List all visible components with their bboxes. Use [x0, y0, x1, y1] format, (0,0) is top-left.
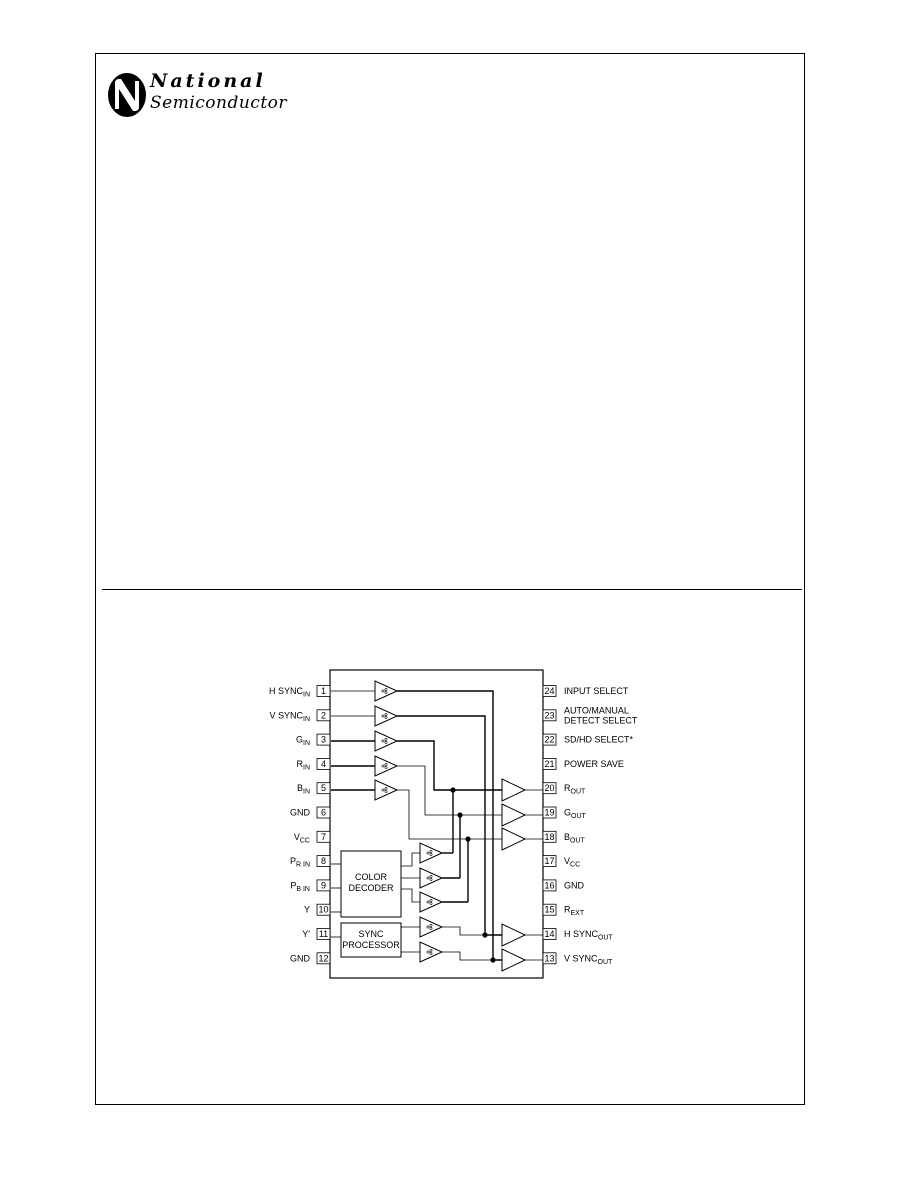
- input-buffers: [374, 680, 399, 801]
- left-pin-number-4: 4: [321, 759, 326, 769]
- left-pin-label-1: H SYNCIN: [269, 686, 310, 699]
- right-pin-label-17: VCC: [564, 856, 580, 869]
- right-pin-box-15: [542, 903, 557, 916]
- left-pin-label-12: GND: [290, 953, 311, 963]
- right-pin-box-17: [542, 855, 557, 867]
- junction-dots: [450, 787, 496, 963]
- right-pin-box-14: [542, 928, 557, 940]
- left-pin-number-9: 9: [321, 880, 326, 890]
- right-pin-label-18: BOUT: [564, 832, 586, 845]
- right-pin-box-24: [542, 685, 557, 697]
- output-drivers: [501, 778, 527, 972]
- left-pin-number-1: 1: [321, 686, 326, 696]
- right-pin-box-22: [542, 733, 557, 746]
- right-pin-box-18: [542, 830, 557, 843]
- left-pin-label-4: RIN: [297, 759, 311, 772]
- right-pin-label-24: INPUT SELECT: [564, 686, 629, 696]
- right-pin-number-22: 22: [544, 735, 554, 745]
- left-pin-label-3: GIN: [296, 735, 310, 748]
- left-pin-box-7: [316, 830, 331, 843]
- right-pin-box-16: [542, 879, 557, 892]
- left-pin-label-11: Y': [302, 929, 310, 939]
- left-pin-label-9: PB IN: [290, 880, 310, 893]
- left-pin-label-8: PR IN: [290, 856, 310, 869]
- left-pin-box-6: [316, 806, 331, 819]
- right-pin-box-13: [542, 952, 557, 965]
- color-decoder-label-2: DECODER: [348, 883, 394, 893]
- right-pin-number-21: 21: [544, 759, 554, 769]
- right-pin-box-21: [542, 758, 557, 770]
- left-pin-number-11: 11: [319, 929, 328, 939]
- right-pin-number-19: 19: [544, 808, 554, 818]
- logo-line-2: Semiconductor: [150, 93, 288, 113]
- left-pin-box-11: [316, 928, 331, 940]
- left-pin-box-3: [316, 733, 331, 746]
- chip-body: [329, 669, 544, 979]
- left-pin-number-8: 8: [321, 856, 326, 866]
- wiring: [331, 690, 543, 961]
- right-pin-label-13: V SYNCOUT: [564, 953, 613, 966]
- color-decoder-block: [340, 850, 402, 918]
- left-pin-label-6: GND: [290, 808, 311, 818]
- right-pin-number-17: 17: [544, 856, 554, 866]
- right-pin-box-23: [542, 709, 557, 722]
- logo-line-1: National: [150, 70, 266, 92]
- right-pin-box-20: [542, 782, 557, 795]
- left-pin-label-7: VCC: [294, 832, 310, 845]
- right-pin-label-14: H SYNCOUT: [564, 929, 614, 942]
- left-pin-box-9: [316, 879, 331, 892]
- right-pin-box-19: [542, 806, 557, 819]
- right-pin-number-24: 24: [544, 686, 554, 696]
- right-pin-number-20: 20: [544, 783, 554, 793]
- color-decoder-label-1: COLOR: [355, 872, 388, 882]
- national-semiconductor-logo-icon: [108, 73, 146, 117]
- left-pin-box-1: [316, 685, 331, 697]
- logo-wordmark: National Semiconductor: [150, 70, 287, 114]
- left-pin-box-2: [316, 709, 331, 722]
- right-pin-label-15: REXT: [564, 905, 585, 918]
- left-pin-box-4: [316, 758, 331, 770]
- right-pin-label-21: POWER SAVE: [564, 759, 624, 769]
- left-pin-number-5: 5: [321, 783, 326, 793]
- right-pin-number-15: 15: [544, 905, 554, 915]
- national-semiconductor-logo: National Semiconductor: [106, 70, 306, 122]
- right-pin-number-14: 14: [544, 929, 554, 939]
- right-pin-label-23-line-2: DETECT SELECT: [564, 715, 638, 725]
- left-pin-box-10: [316, 903, 331, 916]
- right-pin-label-22: SD/HD SELECT*: [564, 735, 634, 745]
- left-pin-number-3: 3: [321, 735, 326, 745]
- left-pin-number-12: 12: [318, 953, 328, 963]
- right-pin-label-20: ROUT: [564, 783, 586, 796]
- sync-processor-block: [340, 922, 402, 958]
- left-pin-label-5: BIN: [297, 783, 310, 796]
- left-pin-label-10: Y: [304, 905, 310, 915]
- right-pin-number-16: 16: [544, 880, 554, 890]
- right-pin-number-18: 18: [544, 832, 554, 842]
- left-pin-number-2: 2: [321, 710, 326, 720]
- page-frame: [95, 53, 805, 1105]
- right-pin-label-19: GOUT: [564, 808, 587, 821]
- left-pin-box-12: [316, 952, 331, 965]
- left-pin-box-8: [316, 855, 331, 867]
- left-pin-number-10: 10: [318, 905, 328, 915]
- right-pin-number-13: 13: [544, 953, 554, 963]
- left-pin-number-7: 7: [321, 832, 326, 842]
- left-pin-label-2: V SYNCIN: [269, 710, 310, 723]
- left-pin-number-6: 6: [321, 808, 326, 818]
- sync-processor-label-1: SYNC: [358, 929, 384, 939]
- right-pin-label-16: GND: [564, 880, 585, 890]
- left-pin-box-5: [316, 782, 331, 795]
- right-pin-number-23: 23: [544, 710, 554, 720]
- section-divider: [102, 589, 802, 590]
- decoder-buffers: [419, 842, 444, 963]
- right-pin-label-23: AUTO/MANUAL: [564, 705, 629, 715]
- sync-processor-label-2: PROCESSOR: [342, 940, 400, 950]
